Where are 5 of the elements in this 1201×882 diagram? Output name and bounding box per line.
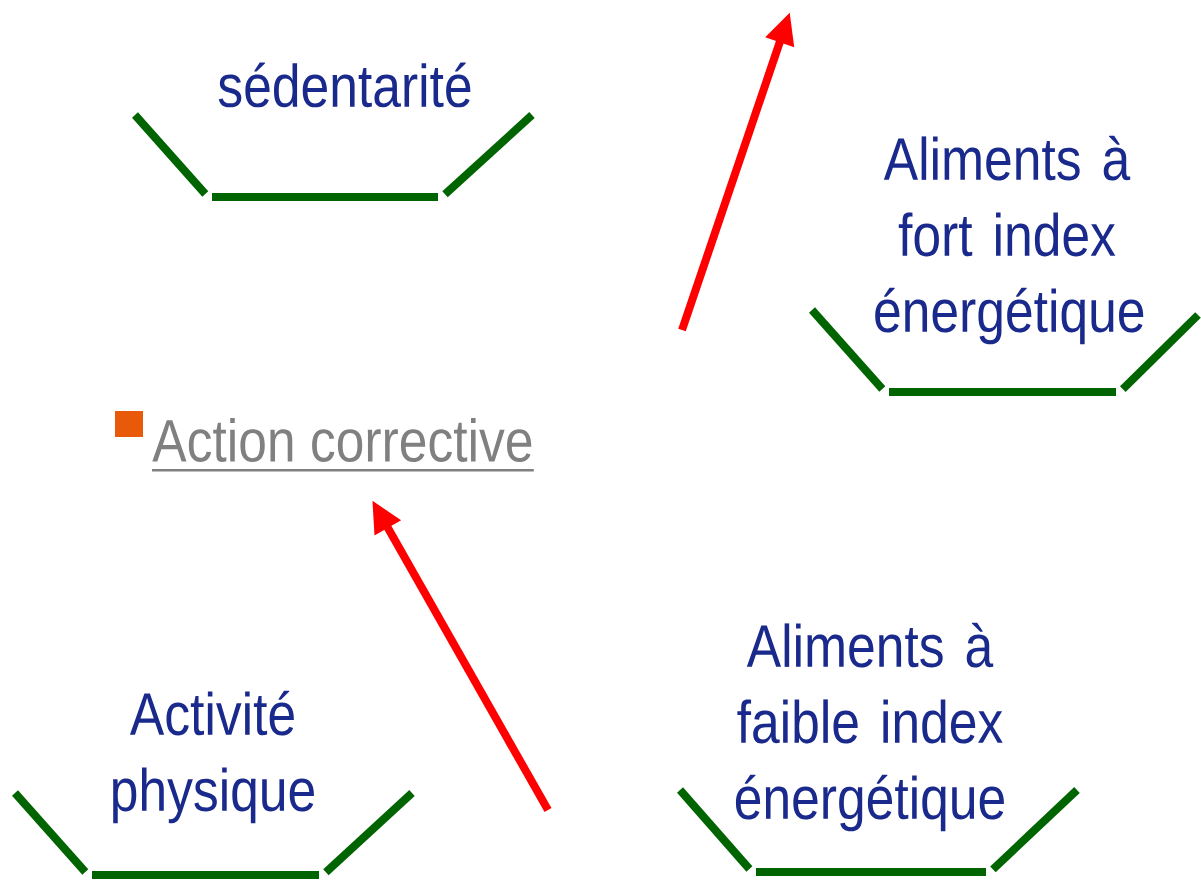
pan-tray: Aliments à faible index énergétique [677,622,1080,876]
underlined-text: Action corrective [152,417,534,472]
pan-tray: Aliments à fort index énergétique [809,135,1201,396]
pan-tray: Activité physique [12,690,415,879]
pan-tray: sédentarité [132,62,535,201]
